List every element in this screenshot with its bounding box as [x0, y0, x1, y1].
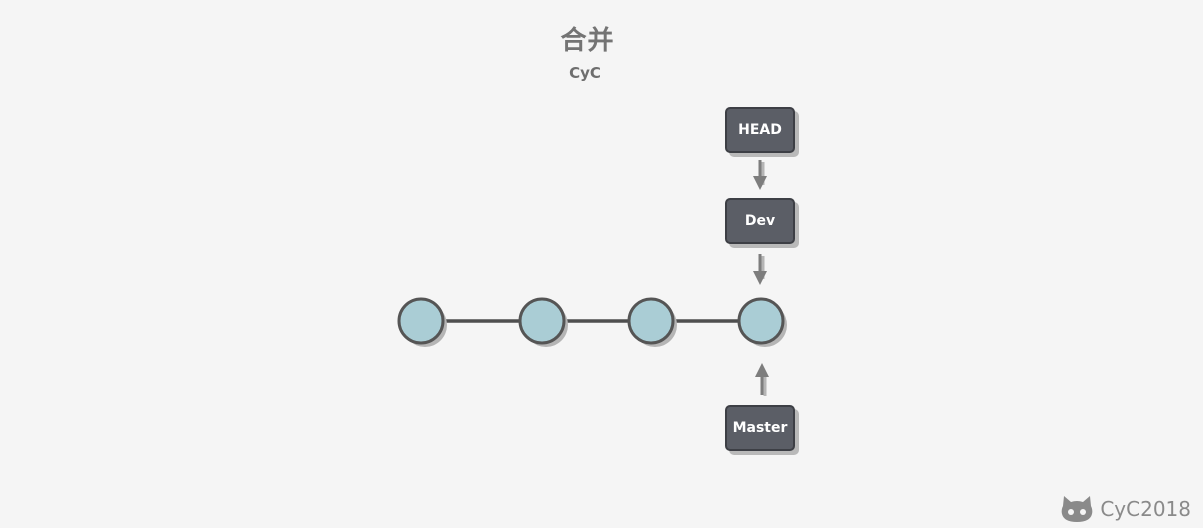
- watermark: CyC2018: [1060, 494, 1191, 524]
- page-subtitle: CyC: [569, 64, 601, 82]
- arrow-head-to-dev: [753, 160, 767, 190]
- commit-node-2: [518, 297, 568, 347]
- commit-node-3: [627, 297, 677, 347]
- commit-node-1: [397, 297, 447, 347]
- page-title: 合并: [560, 26, 615, 56]
- arrow-dev-to-commit: [753, 254, 767, 285]
- watermark-text: CyC2018: [1100, 497, 1191, 521]
- head-pointer: HEAD: [725, 107, 795, 153]
- master-branch: Master: [725, 405, 795, 451]
- commit-node-4: [737, 297, 787, 347]
- github-octocat-icon: [1061, 496, 1093, 522]
- arrow-master-to-commit: [755, 363, 769, 396]
- dev-branch: Dev: [725, 198, 795, 244]
